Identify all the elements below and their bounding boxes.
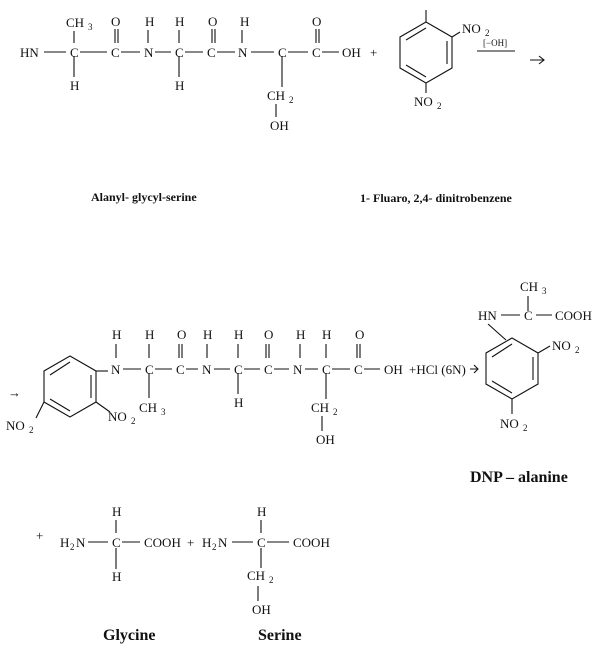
atom-label: NO: [414, 94, 433, 109]
reaction-arrow-1: [−OH]: [477, 38, 545, 65]
caption-dnp-alanine: DNP – alanine: [470, 469, 568, 486]
atom-label: OH: [316, 432, 335, 447]
atom-label: O: [355, 327, 364, 342]
atom-label: 2: [29, 425, 34, 435]
atom-label: OH: [342, 45, 361, 60]
atom-label: H: [60, 535, 69, 550]
atom-label: CH: [139, 400, 157, 415]
atom-label: 2: [485, 28, 490, 38]
atom-label: 3: [542, 286, 547, 296]
atom-label: N: [218, 535, 228, 550]
atom-label: N: [76, 535, 86, 550]
atom-label: HN: [478, 308, 497, 323]
alanyl-glycyl-serine-structure: CH 3 O H H O H O HN C C N C C N C C OH H…: [20, 14, 361, 133]
atom-label: C: [354, 362, 363, 377]
atom-label: NO: [108, 409, 127, 424]
atom-label: C: [176, 362, 185, 377]
atom-label: H: [322, 327, 331, 342]
atom-label: H: [112, 569, 121, 584]
atom-label: COOH: [144, 535, 181, 550]
atom-label: OH: [384, 362, 403, 377]
plus-sign: +: [370, 45, 377, 60]
atom-label: H: [112, 504, 121, 519]
atom-label: H: [112, 327, 121, 342]
atom-label: 2: [575, 345, 580, 355]
atom-label: O: [208, 14, 217, 29]
atom-label: C: [322, 362, 331, 377]
atom-label: H: [203, 327, 212, 342]
arrow-condition: [−OH]: [483, 38, 507, 48]
atom-label: 2: [269, 575, 274, 585]
caption-alanyl-glycyl-serine: Alanyl- glycyl-serine: [91, 190, 197, 204]
atom-label: N: [238, 45, 248, 60]
atom-label: O: [111, 14, 120, 29]
plus-sign: +: [36, 528, 43, 543]
atom-label: C: [145, 362, 154, 377]
dnp-tripeptide-structure: → NO 2 NO 2 H H O H H O H H O N C C N C …: [6, 327, 479, 447]
atom-label: 2: [333, 407, 338, 417]
atom-label: NO: [6, 418, 25, 433]
atom-label: C: [175, 45, 184, 60]
glycine-serine-structures: + H H 2 N C COOH H + H H 2 N C COOH CH 2…: [36, 504, 330, 617]
atom-label: CH: [247, 568, 265, 583]
atom-label: C: [264, 362, 273, 377]
atom-label: 3: [88, 22, 93, 32]
atom-label: H: [145, 327, 154, 342]
atom-label: COOH: [555, 308, 592, 323]
atom-label: C: [524, 308, 533, 323]
atom-label: O: [177, 327, 186, 342]
atom-label: CH: [267, 88, 285, 103]
atom-label: H: [234, 395, 243, 410]
atom-label: H: [240, 14, 249, 29]
atom-label: C: [207, 45, 216, 60]
plus-sign: +: [187, 535, 194, 550]
atom-label: HN: [20, 45, 39, 60]
atom-label: C: [112, 535, 121, 550]
atom-label: CH: [520, 279, 538, 294]
atom-label: N: [111, 362, 121, 377]
atom-label: C: [234, 362, 243, 377]
atom-label: 2: [523, 423, 528, 433]
atom-label: H: [202, 535, 211, 550]
dnp-alanine-structure: CH 3 HN C COOH NO 2 NO 2: [478, 279, 592, 433]
atom-label: 2: [212, 542, 217, 552]
caption-serine: Serine: [258, 627, 302, 644]
atom-label: 2: [131, 416, 136, 426]
atom-label: C: [257, 535, 266, 550]
atom-label: COOH: [293, 535, 330, 550]
atom-label: H: [257, 504, 266, 519]
atom-label: OH: [252, 602, 271, 617]
atom-label: C: [312, 45, 321, 60]
atom-label: H: [234, 327, 243, 342]
atom-label: N: [144, 45, 154, 60]
fluorodinitrobenzene-structure: NO 2 NO 2: [399, 10, 490, 111]
atom-label: C: [70, 45, 79, 60]
atom-label: O: [264, 327, 273, 342]
atom-label: H: [296, 327, 305, 342]
atom-label: H: [175, 78, 184, 93]
atom-label: NO: [500, 416, 519, 431]
atom-label: C: [278, 45, 287, 60]
atom-label: CH: [311, 400, 329, 415]
arrow-start: →: [8, 385, 21, 400]
atom-label: N: [293, 362, 303, 377]
atom-label: 2: [289, 95, 294, 105]
atom-label: 2: [70, 542, 75, 552]
atom-label: H: [70, 78, 79, 93]
atom-label: NO: [462, 21, 481, 36]
atom-label: H: [175, 14, 184, 29]
atom-label: 2: [437, 101, 442, 111]
caption-fluorodinitrobenzene: 1- Fluaro, 2,4- dinitrobenzene: [360, 191, 513, 205]
atom-label: OH: [270, 118, 289, 133]
caption-glycine: Glycine: [103, 627, 155, 644]
atom-label: CH: [66, 15, 84, 30]
atom-label: H: [145, 14, 154, 29]
atom-label: O: [312, 14, 321, 29]
atom-label: 3: [161, 407, 166, 417]
atom-label: NO: [552, 338, 571, 353]
atom-label: C: [111, 45, 120, 60]
atom-label: N: [202, 362, 212, 377]
hcl-reagent: +HCl (6N): [409, 362, 466, 377]
